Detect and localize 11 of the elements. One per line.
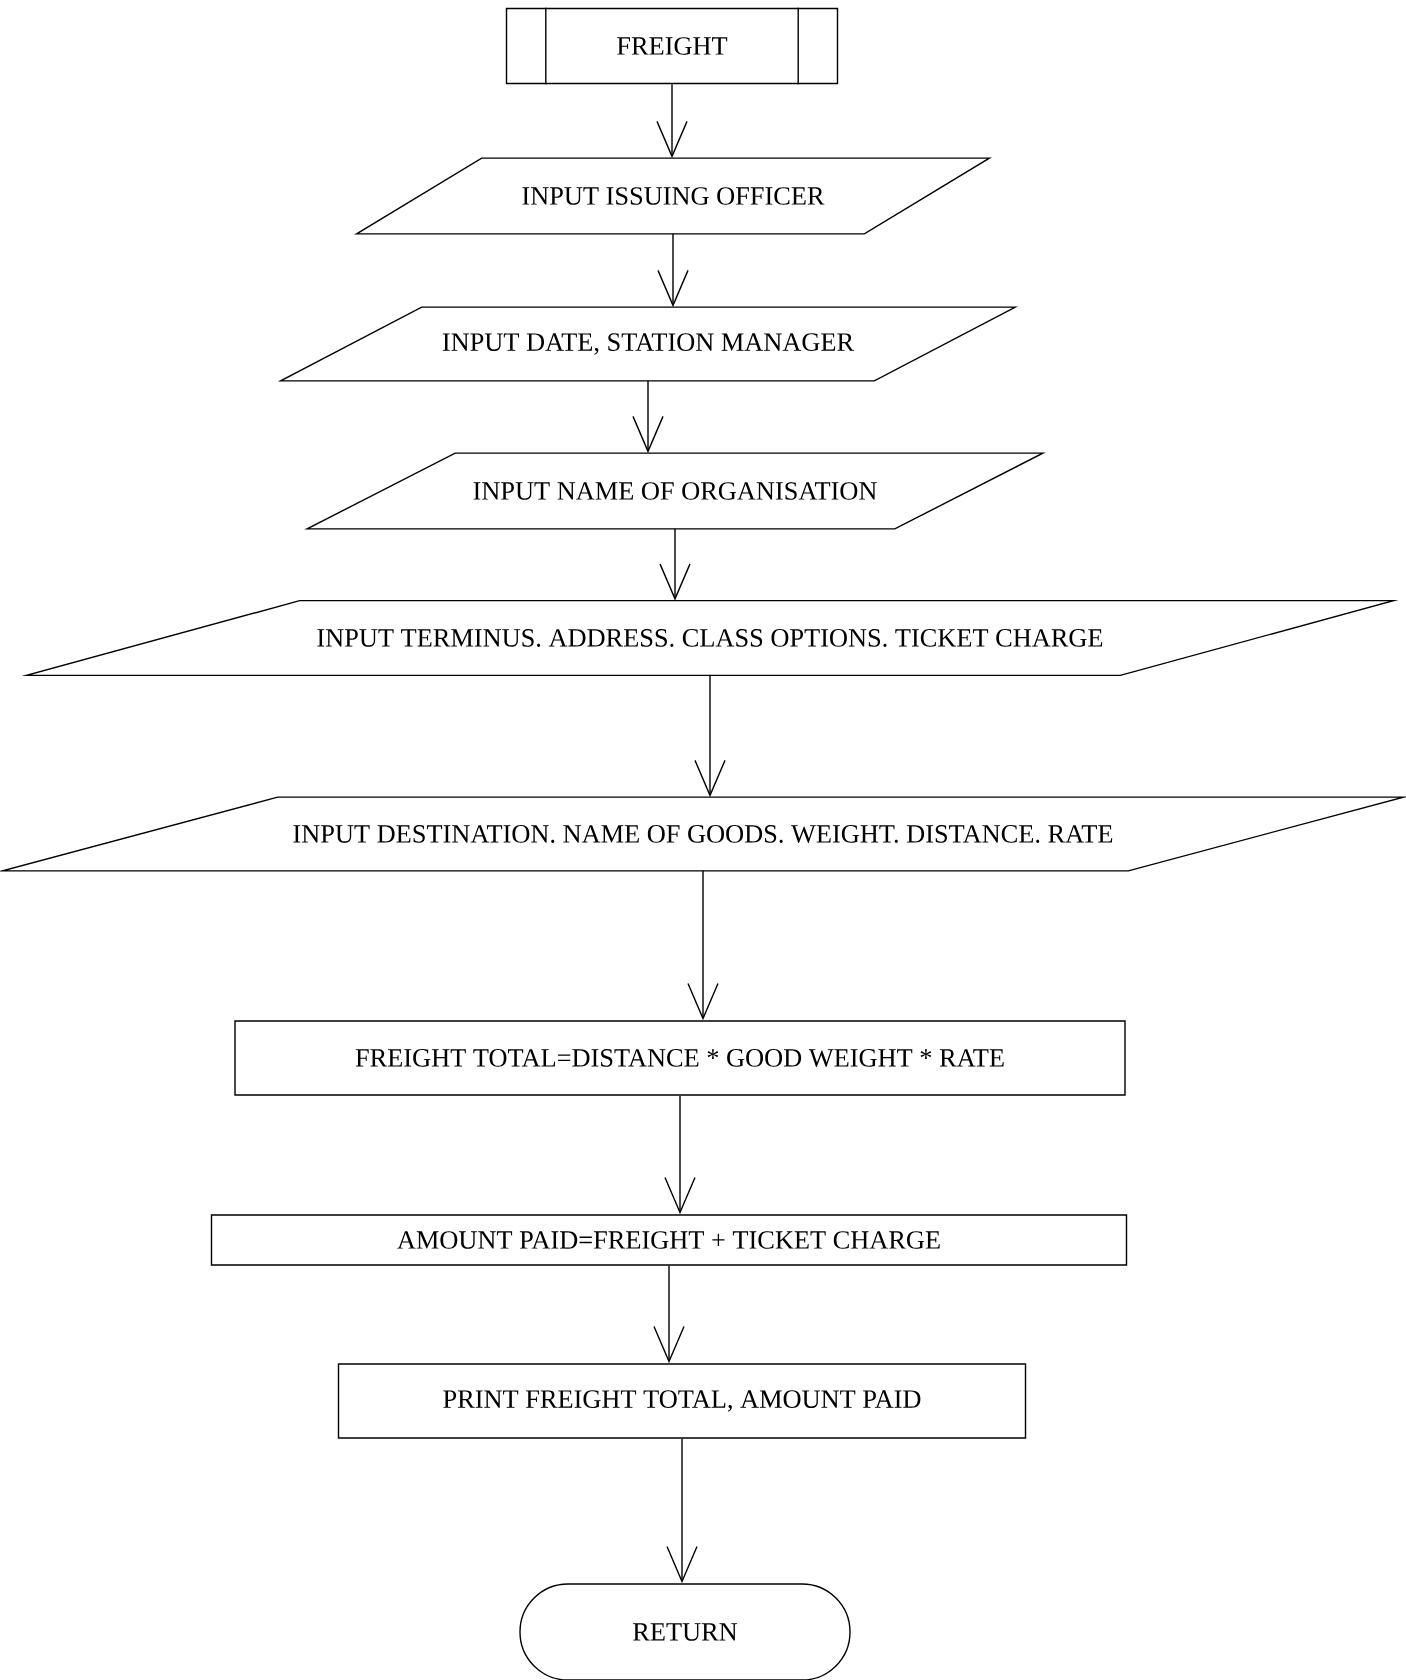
arrow: [666, 1438, 698, 1584]
arrow: [656, 83, 688, 159]
predefined-process-box: FREIGHT: [505, 7, 839, 85]
arrow: [694, 674, 726, 798]
arrow: [653, 1265, 685, 1364]
process-box: PRINT FREIGHT TOTAL, AMOUNT PAID: [337, 1363, 1027, 1439]
arrow: [657, 233, 689, 308]
arrow: [664, 1095, 696, 1215]
arrow: [687, 870, 719, 1021]
process-box: AMOUNT PAID=FREIGHT + TICKET CHARGE: [210, 1214, 1128, 1266]
process-box: FREIGHT TOTAL=DISTANCE * GOOD WEIGHT * RATE: [234, 1020, 1126, 1096]
